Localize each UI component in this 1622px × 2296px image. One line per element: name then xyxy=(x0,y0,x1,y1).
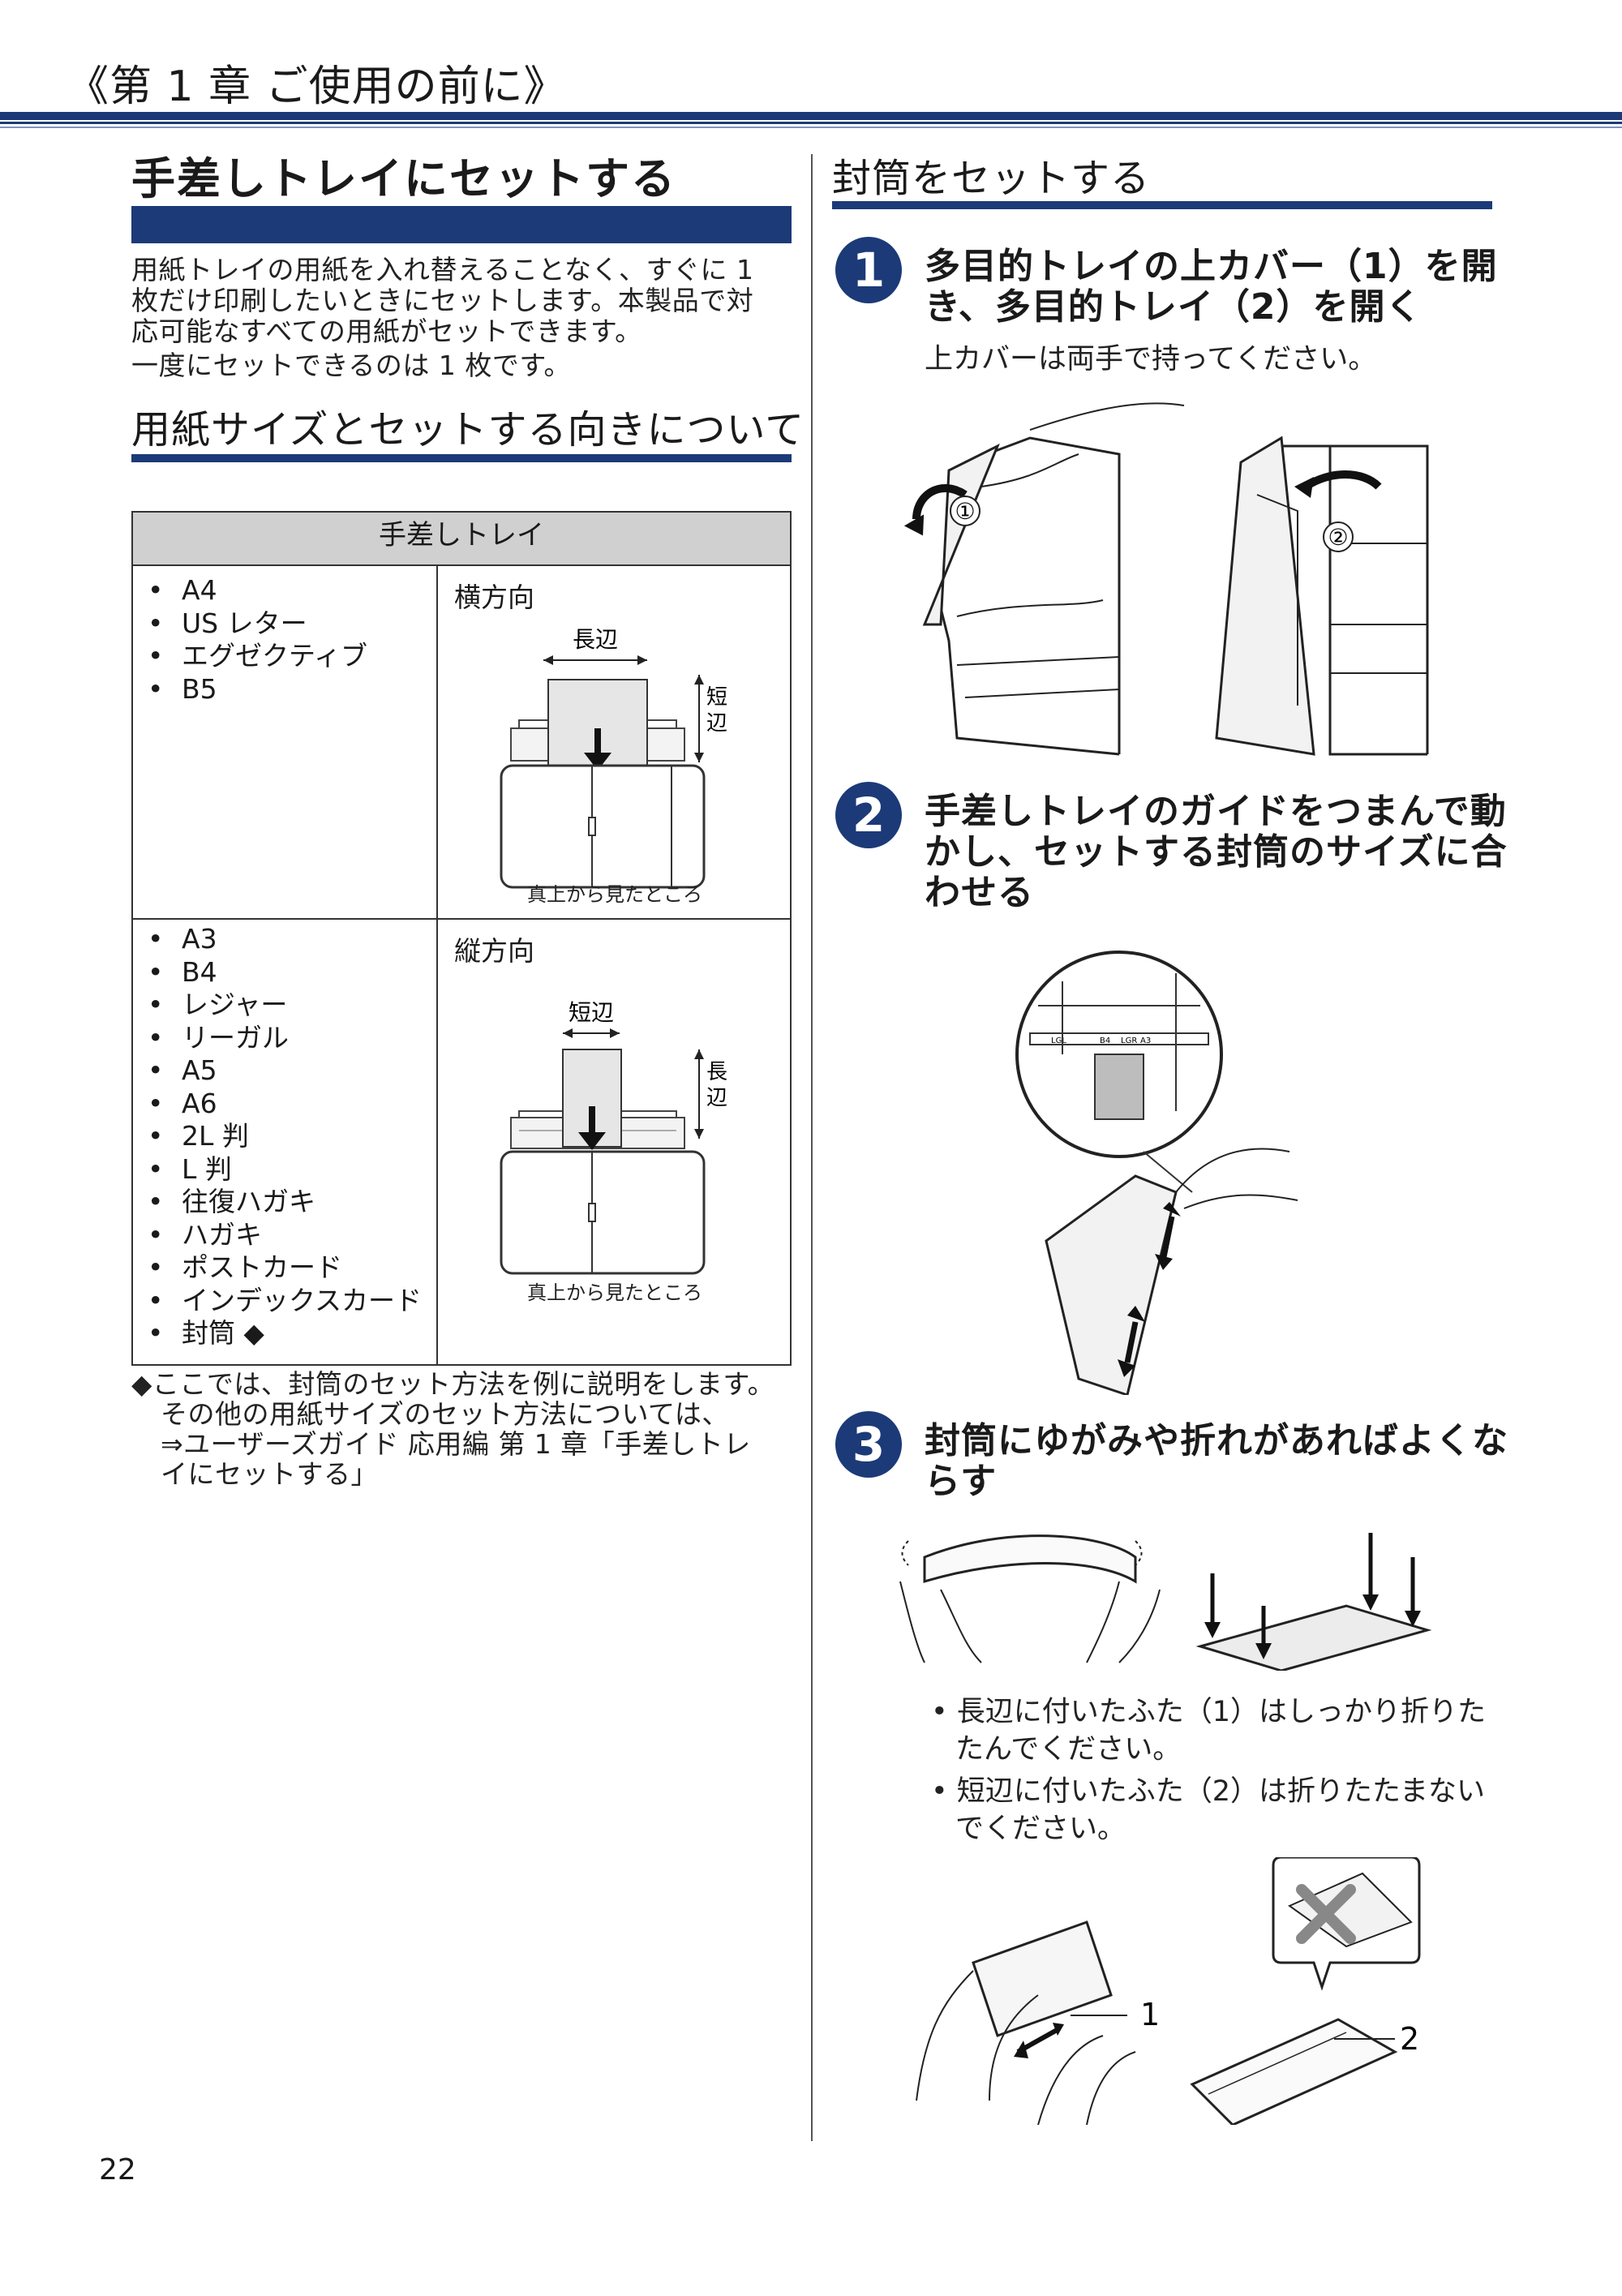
table-row: A3 B4 レジャー リーガル A5 A6 2L 判 L 判 往復ハガキ ハガキ… xyxy=(131,918,792,1366)
intro-line: 用紙トレイの用紙を入れ替えることなく、すぐに 1 xyxy=(131,254,754,285)
step-line: 手差しトレイのガイドをつまんで動 xyxy=(925,791,1507,832)
envelope-flap-illustration: 1 2 xyxy=(916,1857,1421,2125)
list-item: エグゼクティブ xyxy=(148,640,436,673)
footnote-line: ⇒ユーザーズガイド 応用編 第 1 章「手差しトレ xyxy=(161,1428,751,1460)
step-number-2: 2 xyxy=(835,782,902,848)
step-1-text: 多目的トレイの上カバー（1）を開 き、多目的トレイ（2）を開く xyxy=(925,247,1498,328)
orientation-label: 縦方向 xyxy=(454,935,534,967)
intro-line: 枚だけ印刷したいときにセットします。本製品で対 xyxy=(131,285,754,316)
long-side-label: 辺 xyxy=(706,1086,727,1110)
diagram-caption: 真上から見たところ xyxy=(527,883,702,906)
envelope-subtitle: 封筒をセットする xyxy=(832,156,1151,201)
flatten-envelope-illustration xyxy=(899,1533,1432,1671)
size-list-cell: A3 B4 レジャー リーガル A5 A6 2L 判 L 判 往復ハガキ ハガキ… xyxy=(131,918,438,1366)
bullet-line: でください。 xyxy=(955,1813,1126,1845)
callout-1: ① xyxy=(955,498,975,525)
callout-2: ② xyxy=(1328,524,1348,551)
orientation-label: 横方向 xyxy=(454,582,534,613)
orientation-cell: 横方向 長辺 短 辺 真上から見たところ xyxy=(436,564,792,920)
header-rule-thin xyxy=(0,122,1622,124)
orientation-cell: 縦方向 短辺 長 辺 真上から見たところ xyxy=(436,918,792,1366)
step-line: 封筒にゆがみや折れがあればよくな xyxy=(925,1420,1508,1461)
footnote-line: イにセットする」 xyxy=(161,1458,378,1490)
list-item: US レター xyxy=(148,607,436,641)
list-item: A5 xyxy=(148,1054,436,1088)
list-item: レジャー xyxy=(148,989,436,1022)
flap-callout-1: 1 xyxy=(1140,1997,1160,2032)
flap-callout-2: 2 xyxy=(1400,2021,1419,2057)
step-3-bullets: • 長辺に付いたふた（1）はしっかり折りた たんでください。 • 短辺に付いたふ… xyxy=(931,1693,1486,1848)
bullet-line: • 短辺に付いたふた（2）は折りたたまない xyxy=(931,1775,1485,1808)
subtitle-rule xyxy=(131,454,792,462)
list-item: リーガル xyxy=(148,1022,436,1055)
short-side-label: 短辺 xyxy=(569,999,614,1026)
bullet-line: • 長辺に付いたふた（1）はしっかり折りた xyxy=(931,1696,1487,1728)
step-number-1: 1 xyxy=(835,237,902,303)
size-list: A4 US レター エグゼクティブ B5 xyxy=(133,566,436,706)
guide-label: B4 xyxy=(1100,1036,1110,1045)
guide-label: LGR xyxy=(1121,1036,1137,1045)
footnote-line: その他の用紙サイズのセット方法については、 xyxy=(161,1398,729,1430)
short-side-label: 辺 xyxy=(706,711,727,736)
step-3-text: 封筒にゆがみや折れがあればよくな らす xyxy=(925,1421,1508,1502)
long-side-label: 長 xyxy=(706,1060,727,1084)
step-2-text: 手差しトレイのガイドをつまんで動 かし、セットする封筒のサイズに合 わせる xyxy=(925,792,1508,913)
intro-line: 一度にセットできるのは 1 枚です。 xyxy=(131,350,572,381)
step-number-3: 3 xyxy=(835,1411,902,1478)
list-item: A4 xyxy=(148,574,436,607)
page-number: 22 xyxy=(99,2153,136,2187)
diagram-caption: 真上から見たところ xyxy=(527,1281,702,1304)
step-line: かし、セットする封筒のサイズに合 xyxy=(925,831,1508,873)
step-line: 多目的トレイの上カバー（1）を開 xyxy=(925,246,1498,287)
list-item: 往復ハガキ xyxy=(148,1186,436,1219)
footnote: ◆ここでは、封筒のセット方法を例に説明をします。 その他の用紙サイズのセット方法… xyxy=(131,1369,805,1489)
size-list: A3 B4 レジャー リーガル A5 A6 2L 判 L 判 往復ハガキ ハガキ… xyxy=(133,920,436,1350)
bullet-line: たんでください。 xyxy=(955,1733,1182,1766)
size-list-cell: A4 US レター エグゼクティブ B5 xyxy=(131,564,438,920)
column-divider xyxy=(811,154,813,2141)
guide-label: A3 xyxy=(1140,1036,1151,1045)
paper-size-table: 手差しトレイ A4 US レター エグゼクティブ B5 横方向 長辺 短 辺 xyxy=(131,511,792,1366)
landscape-diagram: 長辺 短 辺 xyxy=(500,626,727,889)
list-item: 封筒 ◆ xyxy=(148,1317,436,1350)
list-item: A3 xyxy=(148,923,436,956)
list-item: 2L 判 xyxy=(148,1120,436,1153)
table-row: A4 US レター エグゼクティブ B5 横方向 長辺 短 辺 xyxy=(131,564,792,920)
guide-adjust-illustration: LGL B4 LGR A3 xyxy=(1015,951,1298,1395)
list-item: B5 xyxy=(148,673,436,706)
step-line: き、多目的トレイ（2）を開く xyxy=(925,286,1422,328)
list-item: A6 xyxy=(148,1088,436,1121)
short-side-label: 短 xyxy=(706,685,727,710)
list-item: ハガキ xyxy=(148,1219,436,1252)
table-header: 手差しトレイ xyxy=(131,511,792,566)
step-1-note: 上カバーは両手で持ってください。 xyxy=(925,343,1377,376)
section-title: 手差しトレイにセットする xyxy=(131,153,676,204)
long-side-label: 長辺 xyxy=(573,626,618,653)
step-line: らす xyxy=(925,1461,998,1502)
footnote-line: ◆ここでは、封筒のセット方法を例に説明をします。 xyxy=(131,1368,775,1400)
list-item: B4 xyxy=(148,956,436,989)
section-title-bar xyxy=(131,206,792,243)
list-item: インデックスカード xyxy=(148,1285,436,1318)
intro-line: 応可能なすべての用紙がセットできます。 xyxy=(131,315,642,347)
open-cover-illustration: ① ② xyxy=(903,402,1429,756)
step-line: わせる xyxy=(925,872,1034,913)
list-item: ポストカード xyxy=(148,1251,436,1285)
header-rule xyxy=(0,112,1622,120)
header-rule-light xyxy=(0,127,1622,128)
list-item: L 判 xyxy=(148,1153,436,1187)
intro-text: 用紙トレイの用紙を入れ替えることなく、すぐに 1 枚だけ印刷したいときにセットし… xyxy=(131,255,796,381)
chapter-header: 《第 1 章 ご使用の前に》 xyxy=(67,62,567,111)
paper-size-subtitle: 用紙サイズとセットする向きについて xyxy=(131,407,805,453)
guide-label: LGL xyxy=(1051,1036,1066,1045)
portrait-diagram: 短辺 長 辺 xyxy=(500,999,727,1275)
subtitle-rule xyxy=(832,201,1492,209)
